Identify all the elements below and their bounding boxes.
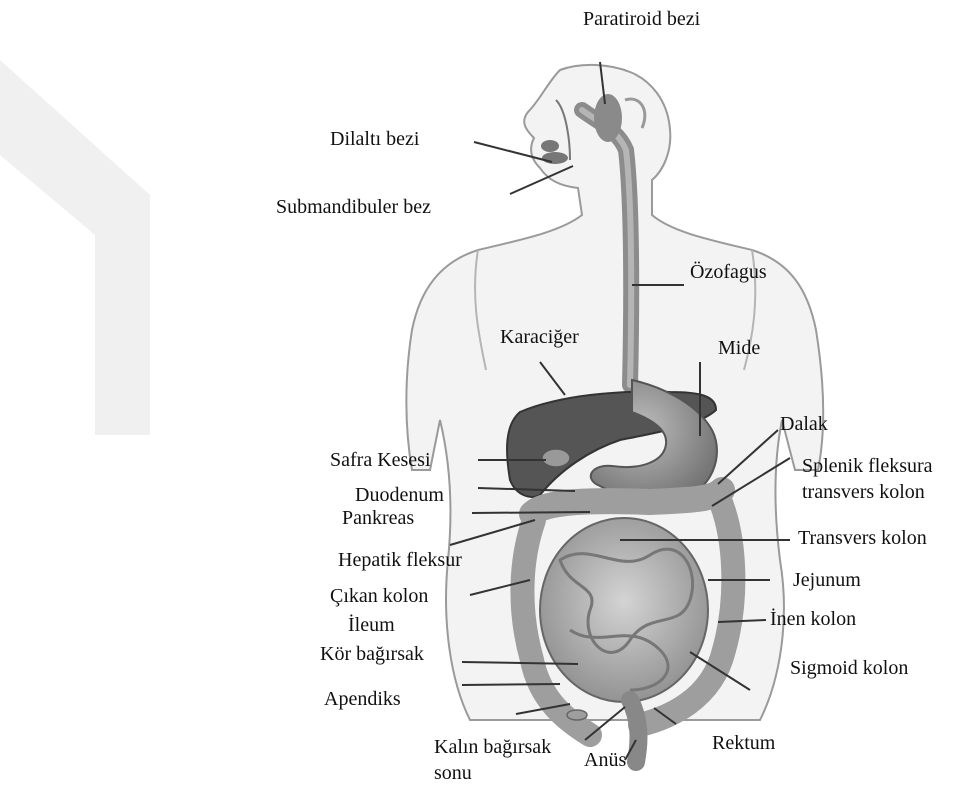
label-splenik-1: Splenik fleksura — [802, 455, 933, 477]
label-apendiks: Apendiks — [324, 688, 401, 710]
appendix — [567, 710, 587, 720]
watermark-shape — [0, 60, 150, 435]
label-pankreas: Pankreas — [342, 507, 414, 529]
label-submandibuler: Submandibuler bez — [276, 196, 431, 218]
rectum — [630, 700, 638, 762]
gallbladder — [542, 449, 570, 467]
label-kalin-2: sonu — [434, 762, 472, 784]
label-anus: Anüs — [584, 749, 626, 771]
label-hepatik: Hepatik fleksur — [338, 549, 462, 571]
label-rektum: Rektum — [712, 732, 775, 754]
label-paratiroid: Paratiroid bezi — [583, 8, 700, 30]
label-kor: Kör bağırsak — [320, 643, 424, 665]
label-kalin-1: Kalın bağırsak — [434, 736, 551, 758]
label-dilalti: Dilaltı bezi — [330, 128, 419, 150]
label-duodenum: Duodenum — [355, 484, 444, 506]
parathyroid-gland — [594, 94, 622, 142]
label-safra: Safra Kesesi — [330, 449, 431, 471]
label-transvers: Transvers kolon — [798, 527, 927, 549]
label-jejunum: Jejunum — [793, 569, 861, 591]
label-dalak: Dalak — [780, 413, 828, 435]
label-mide: Mide — [718, 337, 760, 359]
label-ileum: İleum — [348, 614, 395, 636]
label-sigmoid: Sigmoid kolon — [790, 657, 908, 679]
label-splenik-2: transvers kolon — [802, 481, 925, 503]
label-inen: İnen kolon — [770, 608, 856, 630]
label-cikan: Çıkan kolon — [330, 585, 428, 607]
label-ozofagus: Özofagus — [690, 261, 767, 283]
label-karaciger: Karaciğer — [500, 326, 579, 348]
